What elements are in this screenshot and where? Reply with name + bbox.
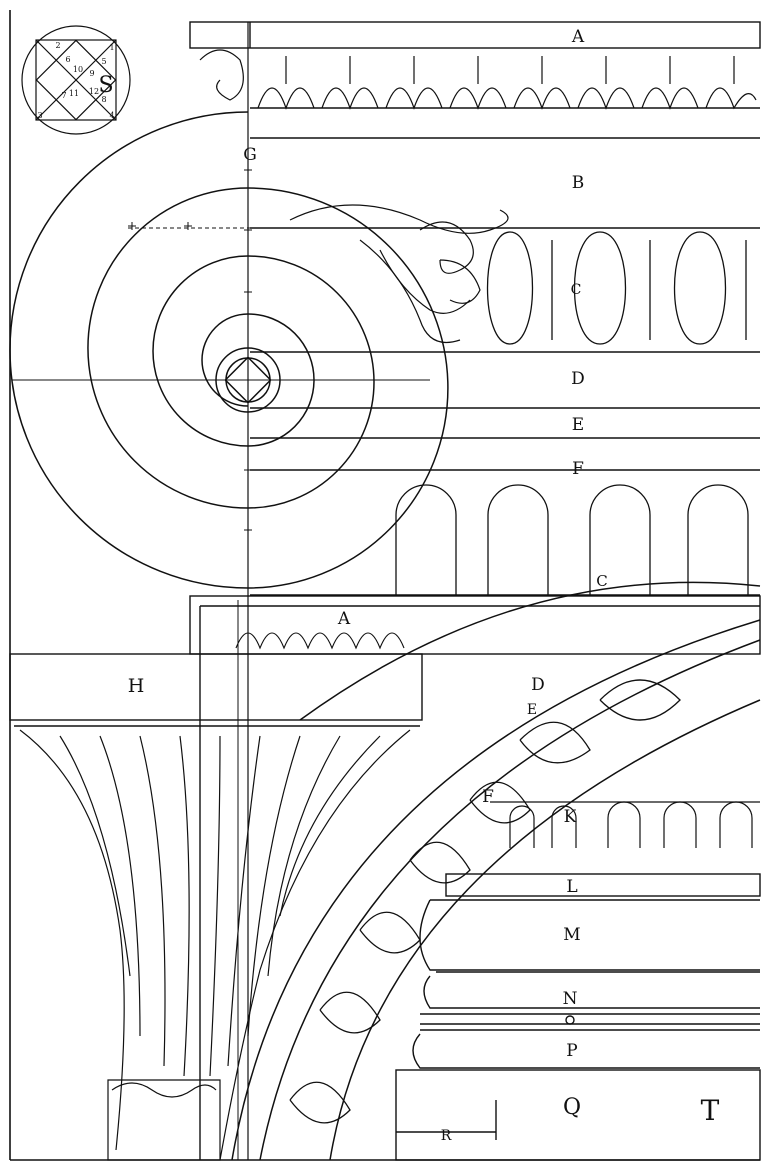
lower-egg-row [289,679,681,1124]
inset-num-7: 7 [61,91,66,100]
column-shaft [19,729,411,1161]
inset-numbers: 1 2 3 4 5 6 7 8 9 10 11 12 [37,41,114,120]
lower-abacus [9,595,761,1160]
base-moldings [395,873,761,1161]
inset-square-diagram [21,25,131,135]
label-a-lower: A [337,609,351,629]
inset-num-2: 2 [55,41,60,50]
volute-spiral [9,111,449,589]
inset-num-6: 6 [65,55,70,64]
acanthus-scroll-upper [199,49,509,344]
inset-num-3: 3 [37,111,42,120]
dentils-k [490,801,760,848]
label-s: S [98,73,113,98]
construction-marks [128,166,252,534]
inset-num-10: 10 [73,65,83,74]
inset-num-8: 8 [101,95,106,104]
label-n: N [563,989,578,1009]
label-e-lower: E [527,702,537,718]
label-t: T [701,1094,720,1127]
inset-num-12: 12 [89,87,99,96]
label-c-lower: C [596,572,607,590]
label-e-top: E [572,415,584,435]
label-l: L [566,877,577,897]
label-r: R [441,1128,452,1144]
inset-num-11: 11 [69,89,79,98]
leaf-frieze-top [257,56,757,110]
label-k: K [564,807,577,827]
label-f-top: F [572,459,584,479]
dentil-arches-f [395,484,749,595]
label-d-lower: D [531,675,545,695]
plate-frame [9,10,760,1161]
label-d-top: D [571,369,585,389]
inset-num-1: 1 [109,43,114,52]
label-p: P [566,1041,577,1061]
inset-num-5: 5 [101,57,106,66]
inset-num-4: 4 [109,111,114,120]
label-a-top: A [571,27,585,47]
egg-row-c [486,231,747,345]
label-q: Q [563,1095,581,1120]
lower-arcs [231,581,761,1161]
upper-moldings [189,21,761,1160]
label-f-lower: F [482,787,494,807]
inset-num-9: 9 [89,69,94,78]
label-b: B [572,173,585,193]
leaf-frieze-lower [235,632,405,650]
label-h: H [128,675,145,697]
label-m: M [563,925,580,945]
label-g: G [243,145,257,165]
label-c-top: C [571,282,582,298]
letter-labels: A B C D E F G S A C D E F H K L M N P Q … [98,27,719,1144]
